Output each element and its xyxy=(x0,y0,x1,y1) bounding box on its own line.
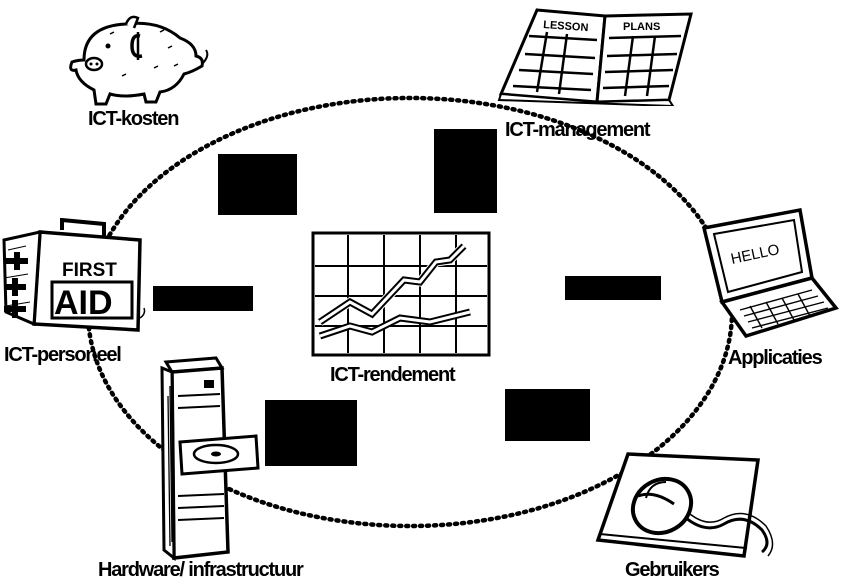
redaction-box-top-right xyxy=(434,129,497,213)
label-ict-personeel: ICT-personeel xyxy=(4,344,122,366)
label-applicaties: Applicaties xyxy=(728,347,823,369)
redaction-box-middle-left xyxy=(153,286,253,311)
mouse-icon xyxy=(595,452,774,558)
label-ict-management: ICT-management xyxy=(505,119,651,141)
kit-bottom-text: AID xyxy=(54,284,113,322)
label-hardware-infrastructuur: Hardware/ infrastructuur xyxy=(98,559,304,581)
redaction-box-middle-right xyxy=(565,276,661,300)
growth-chart-icon xyxy=(311,231,491,357)
redaction-box-bottom-left xyxy=(265,400,357,466)
lesson-plans-book-icon: LESSON PLANS xyxy=(497,8,693,106)
label-gebruikers: Gebruikers xyxy=(625,559,720,581)
redaction-box-bottom-right xyxy=(505,389,590,441)
book-left-text: LESSON xyxy=(543,19,589,34)
laptop-icon: HELLO xyxy=(701,207,839,338)
computer-tower-icon xyxy=(160,356,260,562)
first-aid-kit-icon: FIRST AID xyxy=(2,218,146,332)
piggy-bank-icon xyxy=(69,15,209,106)
kit-top-text: FIRST xyxy=(62,260,117,281)
redaction-box-top-left xyxy=(218,154,297,215)
label-ict-rendement: ICT-rendement xyxy=(330,364,456,386)
book-right-text: PLANS xyxy=(623,21,660,33)
label-ict-kosten: ICT-kosten xyxy=(88,108,179,130)
